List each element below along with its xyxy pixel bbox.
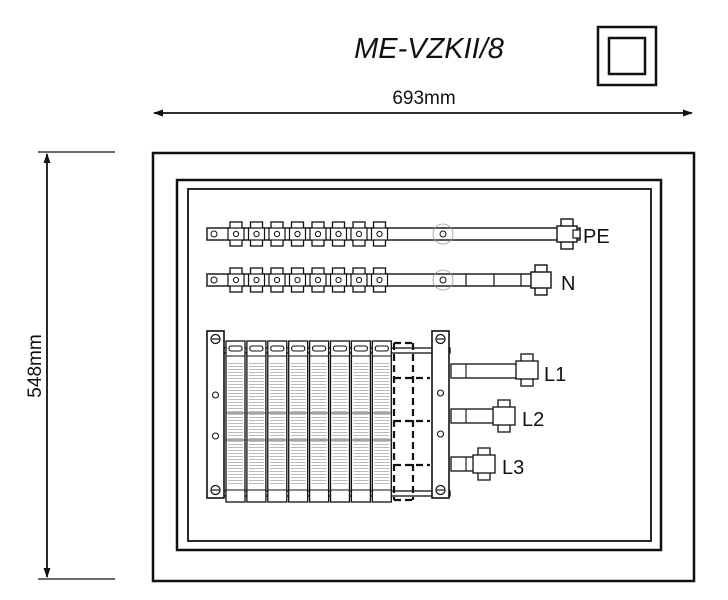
free-module-slots [392,341,430,502]
n-terminal-clamp [288,267,307,293]
width-label: 693mm [392,88,455,109]
n-terminal-clamp [268,267,286,293]
n-busbar: N [206,264,575,296]
double-insulation-square-icon [596,25,658,87]
n-terminal-clamp [227,267,245,293]
circuit-breaker-module [288,340,309,503]
circuit-breaker-module [371,340,392,503]
pe-terminal-clamp [350,221,368,247]
phase-label-l1: L1 [544,364,566,386]
n-terminal-clamp [370,267,389,293]
pe-terminal-clamp [288,221,307,247]
drawing-title: ME-VZKII/8 [354,33,504,65]
pe-terminal-clamp [309,221,327,247]
phase-label-l2: L2 [522,409,544,431]
n-terminal-clamp [329,267,348,293]
n-terminal-clamp [247,267,266,293]
circuit-breaker-module [225,340,246,503]
phase-label-l3: L3 [502,457,524,479]
phase-terminals: L1 L2 L3 [450,353,566,481]
pe-label: PE [583,226,610,248]
n-terminal-clamp [309,267,327,293]
din-rail-assembly [206,330,451,503]
pe-terminal-clamp [227,221,245,247]
height-dimension: 548mm [25,151,115,580]
circuit-breaker-module [267,340,288,503]
circuit-breaker-module [350,340,372,503]
enclosure-frame [151,151,696,583]
pe-terminal-clamp [370,221,389,247]
pe-terminal-clamp [329,221,348,247]
circuit-breaker-module [246,340,267,503]
n-terminal-clamp [350,267,368,293]
pe-busbar: PE [206,218,610,250]
n-label: N [561,273,575,295]
pe-terminal-clamp [247,221,266,247]
circuit-breaker-module [308,340,330,503]
width-dimension: 693mm [153,88,693,117]
pe-terminal-clamp [268,221,286,247]
circuit-breaker-module [329,340,351,503]
height-label: 548mm [25,334,46,397]
